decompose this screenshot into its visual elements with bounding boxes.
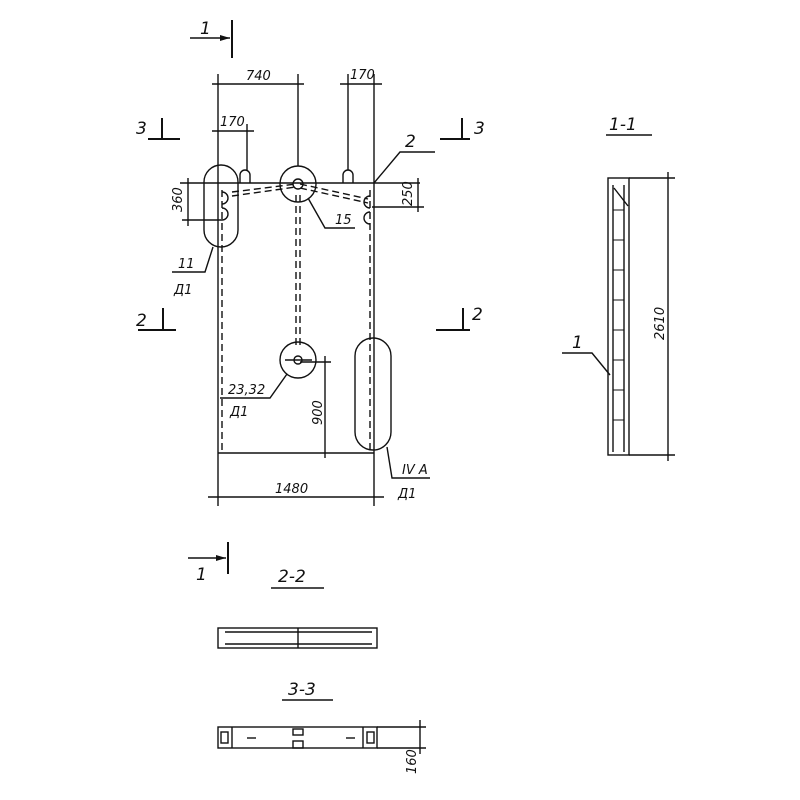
- callout-15: 15: [307, 197, 355, 229]
- dimension-label: 160: [405, 749, 420, 774]
- panel-plan: [180, 164, 420, 454]
- section-3-3: 3-3 160: [217, 680, 426, 774]
- dimension-740: 740: [212, 69, 304, 183]
- callout-label: 1: [572, 333, 583, 353]
- section-marker-label: 3: [136, 119, 147, 139]
- section-2-2: 2-2: [217, 567, 378, 649]
- dimension-label: 1480: [275, 482, 308, 497]
- dimension-label: 2610: [653, 307, 668, 340]
- callout-11: 11 Д1: [172, 246, 214, 298]
- section-marker-3-right: 3: [440, 118, 485, 140]
- section-marker-2-left: 2: [136, 308, 176, 331]
- dimension-label: 900: [311, 400, 326, 425]
- section-title: 2-2: [278, 567, 306, 587]
- callout-sublabel: Д1: [397, 487, 416, 502]
- section-marker-2-right: 2: [436, 305, 483, 331]
- section-title: 1-1: [609, 115, 637, 135]
- dimension-label: 170: [350, 68, 375, 83]
- section-marker-3-left: 3: [136, 118, 180, 140]
- dimension-900: 900: [300, 356, 331, 458]
- section-marker-label: 3: [474, 119, 485, 139]
- dimension-250: 250: [372, 178, 424, 212]
- callout-label: 23,32: [228, 383, 265, 398]
- section-marker-1-bottom: 1: [188, 542, 229, 585]
- callout-label: IV А: [402, 463, 428, 478]
- section-marker-label: 2: [136, 311, 147, 331]
- dimension-360: 360: [171, 178, 222, 226]
- callout-label: 15: [335, 213, 352, 228]
- dimension-label: 170: [220, 115, 245, 130]
- callout-label: 2: [405, 132, 416, 152]
- section-title: 3-3: [288, 680, 316, 700]
- dimension-label: 250: [401, 181, 416, 206]
- callout-label: 11: [178, 257, 195, 272]
- section-marker-1-top: 1: [190, 19, 233, 58]
- section-marker-label: 1: [200, 19, 211, 39]
- dimension-label: 360: [171, 187, 186, 212]
- section-1-1: 1-1 2610 1: [562, 115, 675, 461]
- callout-iv-a: IV А Д1: [386, 446, 430, 502]
- callout-2: 2: [373, 132, 435, 184]
- dimension-1480: 1480: [208, 453, 384, 506]
- callout-23-32: 23,32 Д1: [220, 373, 288, 420]
- dimension-170-top: 170: [340, 68, 382, 183]
- dimension-170-left: 170: [212, 115, 254, 170]
- section-marker-label: 1: [196, 565, 207, 585]
- dimension-label: 740: [246, 69, 271, 84]
- section-marker-label: 2: [472, 305, 483, 325]
- callout-sublabel: Д1: [173, 283, 192, 298]
- callout-sublabel: Д1: [229, 405, 248, 420]
